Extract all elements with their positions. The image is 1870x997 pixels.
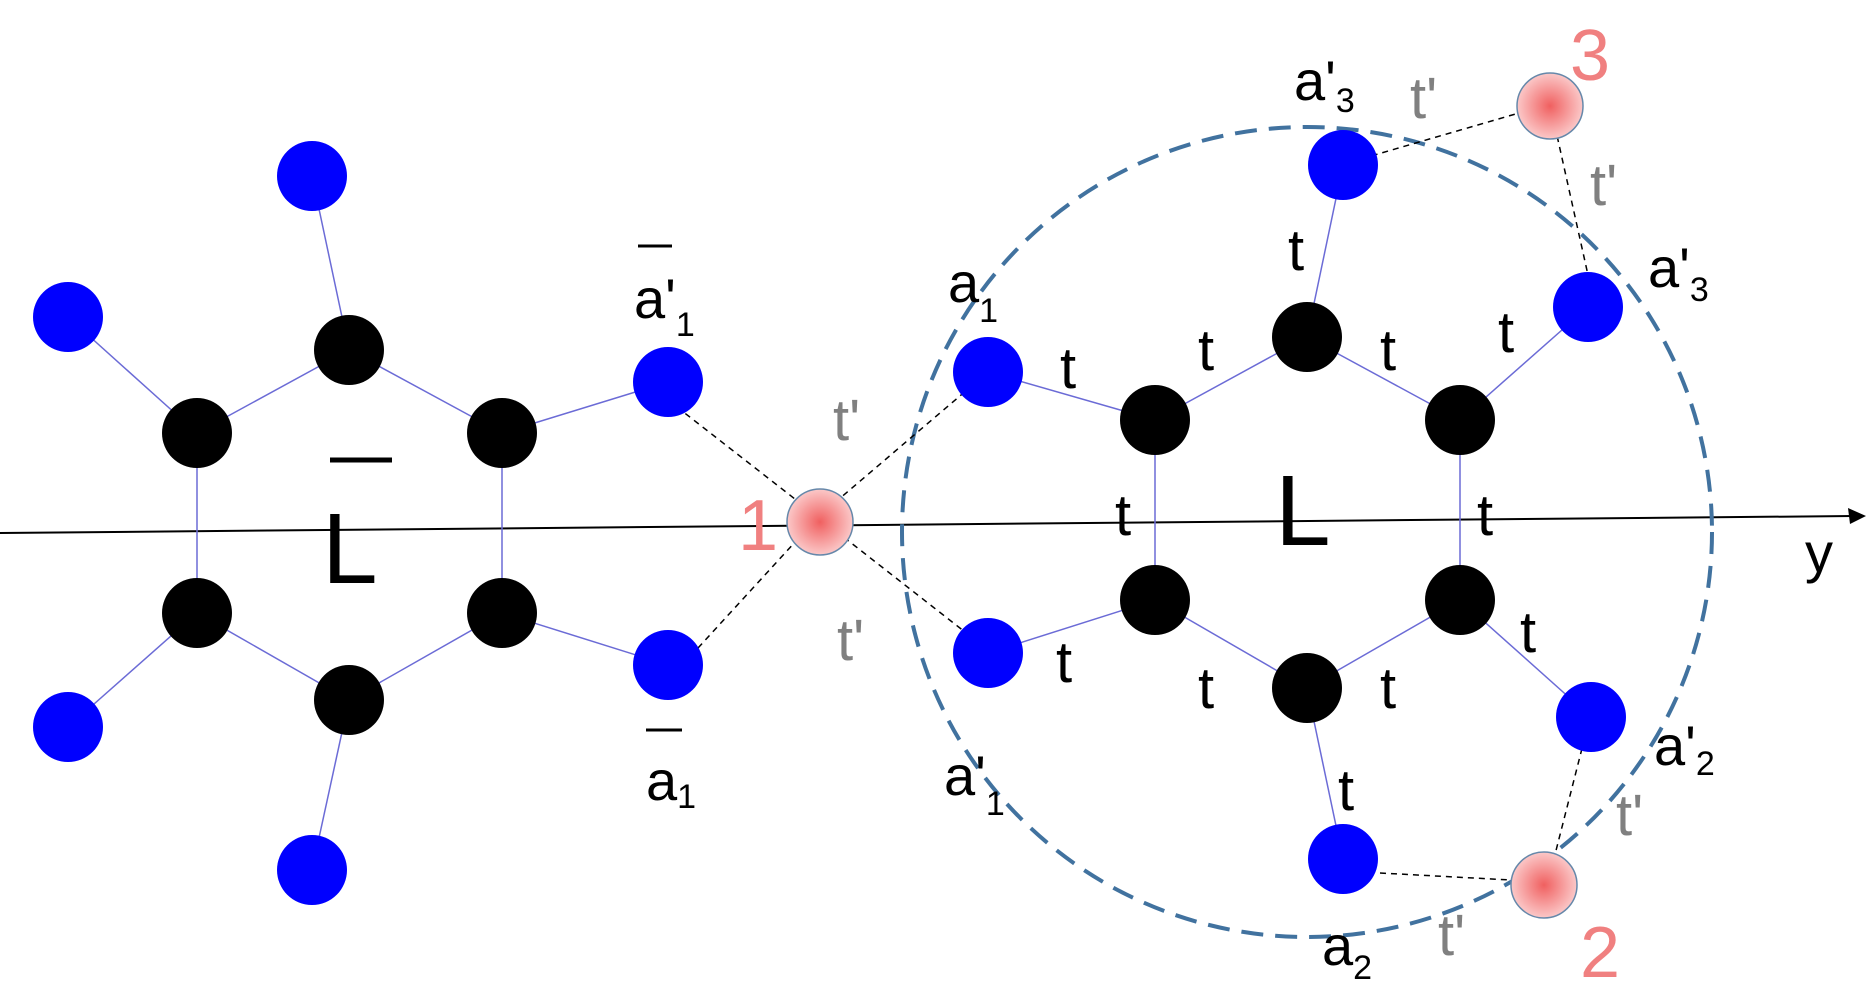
t-prime-label: t'	[1438, 903, 1465, 968]
t-label: t	[1060, 336, 1076, 401]
ligand-site	[277, 141, 347, 211]
left-carbon-atoms	[162, 315, 537, 735]
t-label: t	[1380, 656, 1396, 721]
left-ligand-sites	[33, 141, 703, 905]
t-label: t	[1498, 300, 1514, 365]
carbon-atom	[314, 665, 384, 735]
left-molecule-label: L	[322, 493, 378, 605]
site-number-1: 1	[738, 486, 778, 566]
ligand-site	[33, 692, 103, 762]
impurity-site-1	[786, 488, 854, 556]
ligand-site-bar-a-prime-1	[633, 347, 703, 417]
carbon-atom	[467, 398, 537, 468]
ligand-site-a-prime-3-right	[1553, 272, 1623, 342]
t-prime-label: t'	[1616, 783, 1643, 848]
ligand-site-a-prime-3-top	[1308, 130, 1378, 200]
t-label: t	[1115, 483, 1131, 548]
t-prime-label: t'	[1410, 66, 1437, 131]
carbon-atom	[467, 578, 537, 648]
bar-a-1-label: a1	[646, 728, 696, 816]
impurity-site-2	[1510, 851, 1578, 919]
carbon-atom	[1120, 385, 1190, 455]
right-molecule-label: L	[1275, 455, 1331, 567]
t-label: t	[1338, 758, 1354, 823]
ligand-site-a-1	[953, 337, 1023, 407]
t-label: t	[1198, 656, 1214, 721]
carbon-atom	[1272, 653, 1342, 723]
t-label: t	[1198, 318, 1214, 383]
ligand-site	[277, 835, 347, 905]
a-prime-3-right-label: a'3	[1648, 236, 1709, 309]
t-labels: t t t t t t t t t t t t	[1056, 218, 1536, 823]
t-prime-label: t'	[837, 608, 864, 673]
dashed-region-circle	[900, 125, 1714, 939]
carbon-atom	[314, 315, 384, 385]
t-label: t	[1056, 630, 1072, 695]
svg-text:a1: a1	[646, 749, 696, 816]
site-number-3: 3	[1570, 16, 1610, 96]
svg-text:a'1: a'1	[634, 267, 695, 344]
a1-label: a1	[948, 251, 998, 330]
ligand-site	[33, 282, 103, 352]
t-prime-label: t'	[833, 388, 860, 453]
site-number-2: 2	[1580, 913, 1620, 993]
t-label: t	[1380, 318, 1396, 383]
axis-label-y: y	[1805, 521, 1833, 584]
a-prime-3-top-label: a'3	[1294, 49, 1355, 120]
a-prime-2-label: a'2	[1654, 714, 1715, 783]
carbon-atom	[162, 398, 232, 468]
ligand-site-a-prime-1	[953, 618, 1023, 688]
a2-label: a2	[1322, 914, 1372, 987]
t-prime-labels: t' t' t' t' t' t'	[833, 66, 1643, 968]
ligand-site-a-2	[1308, 824, 1378, 894]
carbon-atom	[1272, 302, 1342, 372]
t-label: t	[1477, 483, 1493, 548]
bar-a-prime-1-label: a'1	[634, 244, 695, 344]
y-axis	[0, 508, 1866, 534]
carbon-atom	[162, 578, 232, 648]
t-label: t	[1288, 218, 1304, 283]
t-label: t	[1520, 600, 1536, 665]
carbon-atom	[1425, 565, 1495, 635]
a-prime-1-label: a'1	[944, 744, 1005, 823]
ligand-site-bar-a-1	[633, 630, 703, 700]
right-carbon-atoms	[1120, 302, 1495, 723]
carbon-atom	[1425, 385, 1495, 455]
carbon-atom	[1120, 565, 1190, 635]
impurity-site-3	[1516, 72, 1584, 140]
molecule-labels: L L	[322, 455, 1331, 605]
impurity-sites	[786, 72, 1584, 919]
ligand-site-a-prime-2	[1556, 682, 1626, 752]
right-ligand-sites	[953, 130, 1626, 894]
t-prime-label: t'	[1590, 153, 1617, 218]
